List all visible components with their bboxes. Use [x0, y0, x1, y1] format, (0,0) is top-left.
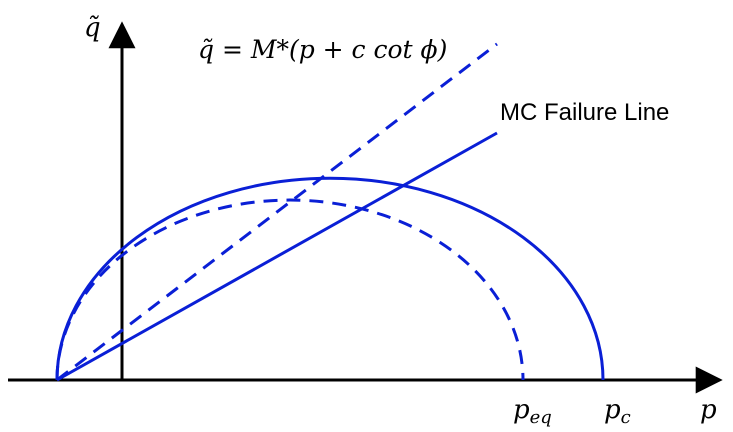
- p-eq-subscript: eq: [530, 407, 552, 428]
- equation-label: q̃ = M*(p + c cot ϕ): [198, 35, 447, 64]
- p-c-subscript: c: [621, 407, 631, 428]
- p-eq-label: peq: [513, 395, 552, 428]
- axis-y-label: q̃: [84, 13, 101, 43]
- critical-state-line: [56, 42, 498, 382]
- yield-ellipse-peq: [55, 198, 525, 381]
- failure-line-label: MC Failure Line: [500, 99, 669, 126]
- yield-ellipse-pc: [55, 176, 605, 381]
- axis-x-label: p: [700, 395, 717, 425]
- p-c-label: pc: [604, 395, 631, 428]
- mc-failure-line: [56, 131, 498, 382]
